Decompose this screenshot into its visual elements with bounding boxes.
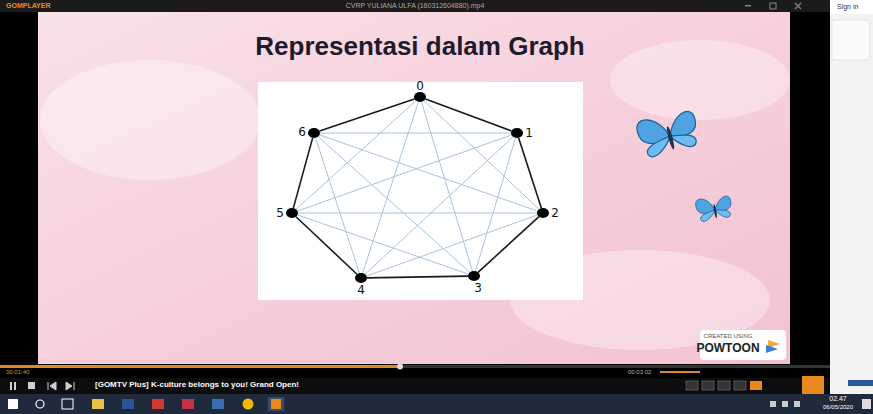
word-window: [830, 0, 873, 394]
chord-edge: [320, 135, 538, 211]
graph-vertex: 0: [414, 92, 426, 102]
zoom-bar: [848, 380, 873, 386]
chord-edge: [320, 133, 511, 134]
vertex-label: 6: [298, 125, 306, 139]
graph-vertex: 1: [511, 128, 523, 138]
slide-background: [38, 12, 790, 364]
seek-track: [0, 365, 830, 368]
elapsed-time: 00:01:40: [6, 369, 29, 376]
volume-bar: [660, 371, 700, 373]
vertex-label: 1: [525, 126, 533, 140]
app-name: GOMPLAYER: [6, 2, 50, 10]
cycle-edge: [296, 217, 357, 275]
chord-edge: [363, 102, 419, 273]
chord-edge: [365, 137, 513, 275]
chord-edge: [367, 215, 538, 276]
cycle-edge: [478, 217, 539, 273]
graph-vertex: 6: [308, 128, 320, 138]
seek-progress: [0, 365, 400, 368]
clock-date: 06/05/2020: [823, 404, 853, 411]
graph-vertex: 2: [537, 208, 549, 218]
chord-edge: [298, 135, 512, 211]
ticker-text: [GOMTV Plus] K-culture belongs to you! G…: [95, 381, 299, 390]
vertex-label: 3: [474, 281, 482, 295]
vertex-label: 4: [357, 283, 365, 297]
window-title: CVRP YULIANA ULFA (160312604880).mp4: [346, 2, 485, 10]
badge-caption: CREATED USING: [704, 333, 753, 340]
graph-panel: [258, 82, 583, 300]
player-controls: [10, 382, 74, 390]
total-time: 00:03:02: [628, 369, 651, 376]
player-window: [0, 0, 830, 394]
taskbar: [0, 394, 873, 414]
chord-edge: [475, 138, 515, 271]
word-titlebar: [830, 0, 873, 14]
graph-vertex: 3: [468, 271, 480, 281]
butterfly: [635, 107, 702, 159]
cycle-edge: [519, 138, 542, 208]
cycle-edge: [425, 99, 511, 131]
slide-texture: [40, 40, 790, 350]
word-ribbon: [832, 20, 870, 60]
chord-edge: [298, 213, 537, 214]
cycle-edge: [367, 276, 468, 278]
chord-edge: [421, 102, 472, 271]
chord-edge: [298, 215, 469, 274]
graph-vertex: 5: [286, 208, 298, 218]
graph-vertex: 4: [355, 273, 367, 283]
badge-brand: POWTOON: [696, 342, 759, 355]
chord-edge: [296, 101, 416, 210]
player-titlebar: [0, 0, 830, 12]
taskbar-icons: [8, 397, 871, 411]
slide-title: Representasi dalam Graph: [255, 32, 584, 61]
seek-knob: [397, 364, 403, 370]
player-tool-icons: [686, 376, 824, 394]
vertex-label: 2: [551, 206, 559, 220]
chord-edge: [318, 137, 470, 273]
cycle-edge: [293, 138, 312, 208]
clock-time: 02.47: [829, 395, 847, 403]
cycle-edge: [320, 99, 415, 131]
vertex-label: 0: [416, 79, 424, 93]
sign-in-link: Sign in: [837, 3, 858, 11]
control-bar: [0, 378, 830, 394]
powtoon-logo: [766, 345, 778, 353]
chord-edge: [424, 101, 539, 210]
window-buttons: [745, 3, 801, 9]
chord-edge: [316, 138, 360, 273]
vertex-label: 5: [276, 206, 284, 220]
butterfly: [695, 194, 734, 223]
